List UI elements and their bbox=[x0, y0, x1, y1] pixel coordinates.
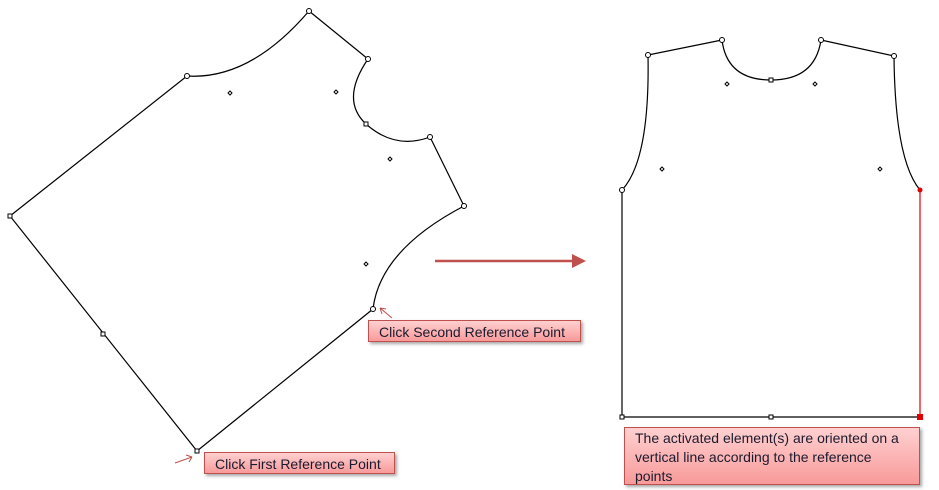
oriented-pattern-piece bbox=[621, 39, 921, 418]
first-point-label: Click First Reference Point bbox=[204, 452, 395, 474]
left-points bbox=[7, 8, 467, 454]
result-label: The activated element(s) are oriented on… bbox=[624, 427, 920, 485]
reference-point-2 bbox=[917, 414, 923, 420]
right-points bbox=[619, 37, 897, 420]
reference-point-1 bbox=[917, 187, 923, 193]
pointer-arrows bbox=[174, 307, 393, 464]
second-point-label: Click Second Reference Point bbox=[368, 320, 581, 342]
transform-arrow bbox=[435, 254, 586, 268]
rotated-pattern-piece bbox=[9, 10, 465, 452]
